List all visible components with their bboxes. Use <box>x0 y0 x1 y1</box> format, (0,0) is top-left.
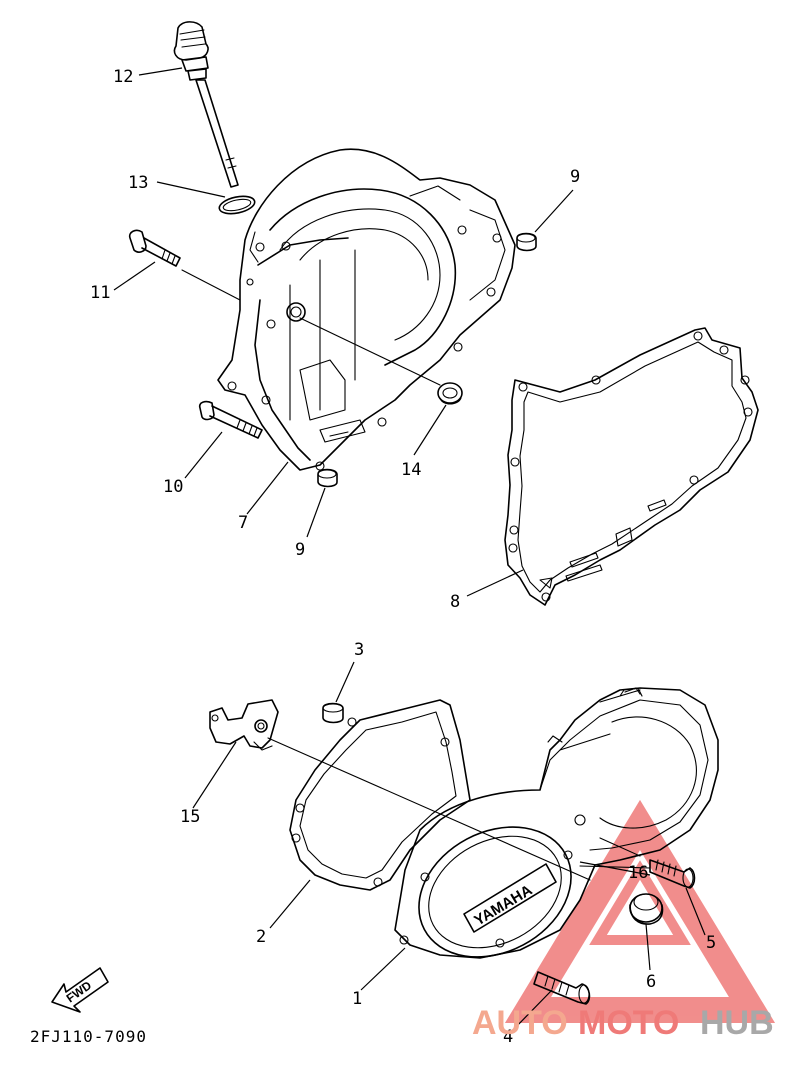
bolt-10 <box>198 400 263 439</box>
callout-6: 6 <box>646 972 656 992</box>
bolt-11 <box>128 229 181 267</box>
oil-dipstick <box>173 21 239 188</box>
plug-cap <box>629 893 664 925</box>
callout-13: 13 <box>128 173 148 193</box>
assembly-lines <box>181 231 651 881</box>
callout-3: 3 <box>354 640 364 660</box>
crankcase-cover-gasket <box>289 699 471 891</box>
callout-12: 12 <box>113 67 133 87</box>
crankcase-gasket <box>504 327 759 606</box>
fwd-arrow-icon: FWD <box>51 967 109 1013</box>
callout-4: 4 <box>503 1027 513 1047</box>
oil-seal <box>437 382 463 405</box>
dowel-pin-top <box>516 232 537 252</box>
watermark-auto: AUTO <box>472 1004 568 1042</box>
fwd-label: FWD <box>64 978 95 1005</box>
callout-1: 1 <box>352 989 362 1009</box>
brand-plate: YAMAHA <box>471 882 535 930</box>
callout-9-top: 9 <box>570 167 580 187</box>
callout-15: 15 <box>180 807 200 827</box>
callout-9-bottom: 9 <box>295 540 305 560</box>
callout-16: 16 <box>628 863 648 883</box>
dowel-pin-3 <box>322 702 344 724</box>
callout-8: 8 <box>450 592 460 612</box>
watermark-text: AUTO MOTO HUB <box>472 1004 774 1042</box>
drawing-code: 2FJ110-7090 <box>30 1027 147 1046</box>
bolt-4 <box>533 971 591 1005</box>
dowel-pin-bottom <box>317 468 338 488</box>
callout-2: 2 <box>256 927 266 947</box>
callout-11: 11 <box>90 283 110 303</box>
callout-labels: 12 13 11 9 14 10 7 9 8 3 15 2 16 5 6 1 4 <box>90 67 716 1047</box>
watermark-moto: MOTO <box>578 1004 679 1042</box>
screw-5 <box>649 859 696 889</box>
callout-10: 10 <box>163 477 183 497</box>
callout-7: 7 <box>238 513 248 533</box>
crankcase-cover-right <box>217 148 516 471</box>
bracket <box>209 699 279 751</box>
o-ring <box>218 195 256 215</box>
leader-lines <box>113 67 706 1031</box>
watermark-hub: HUB <box>700 1004 774 1042</box>
callout-5: 5 <box>706 933 716 953</box>
callout-14: 14 <box>401 460 421 480</box>
